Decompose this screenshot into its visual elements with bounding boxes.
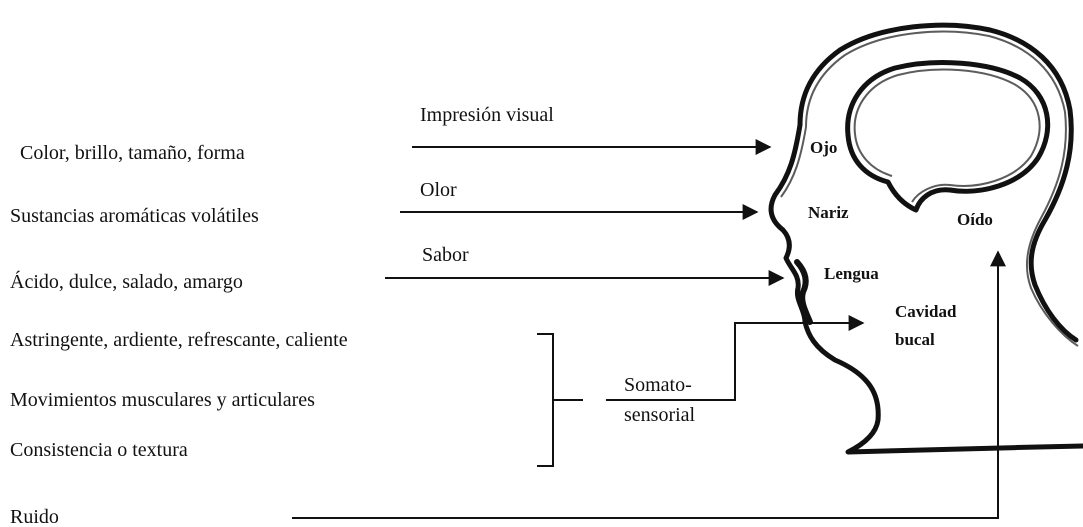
organ-tongue: Lengua <box>824 264 879 283</box>
stimulus-aroma: Sustancias aromáticas volátiles <box>10 205 259 227</box>
organ-mouth-line2: bucal <box>895 330 935 349</box>
pathway-taste: Sabor <box>422 244 469 266</box>
head-illustration <box>771 25 1083 452</box>
stimulus-taste: Ácido, dulce, salado, amargo <box>10 270 243 293</box>
stimulus-somatic-1: Astringente, ardiente, refrescante, cali… <box>10 329 348 351</box>
somatic-bracket <box>537 334 583 466</box>
stimulus-appearance: Color, brillo, tamaño, forma <box>20 142 245 164</box>
pathway-visual: Impresión visual <box>420 104 554 126</box>
stimulus-somatic-3: Consistencia o textura <box>10 439 188 461</box>
pathway-labels: Impresión visual Olor Sabor Somato- sens… <box>420 104 696 426</box>
pathway-somato-line2: sensorial <box>624 404 696 426</box>
organ-ear: Oído <box>957 210 993 229</box>
stimulus-noise: Ruido <box>10 506 59 527</box>
stimulus-somatic-2: Movimientos musculares y articulares <box>10 389 315 411</box>
stimuli-labels: Color, brillo, tamaño, forma Sustancias … <box>10 142 348 527</box>
organ-nose: Nariz <box>808 203 849 222</box>
pathway-somato-line1: Somato- <box>624 374 692 396</box>
organ-labels: Ojo Nariz Oído Lengua Cavidad bucal <box>808 138 993 349</box>
organ-eye: Ojo <box>810 138 837 157</box>
pathway-smell: Olor <box>420 179 457 201</box>
organ-mouth-line1: Cavidad <box>895 302 957 321</box>
connectors <box>292 147 998 518</box>
